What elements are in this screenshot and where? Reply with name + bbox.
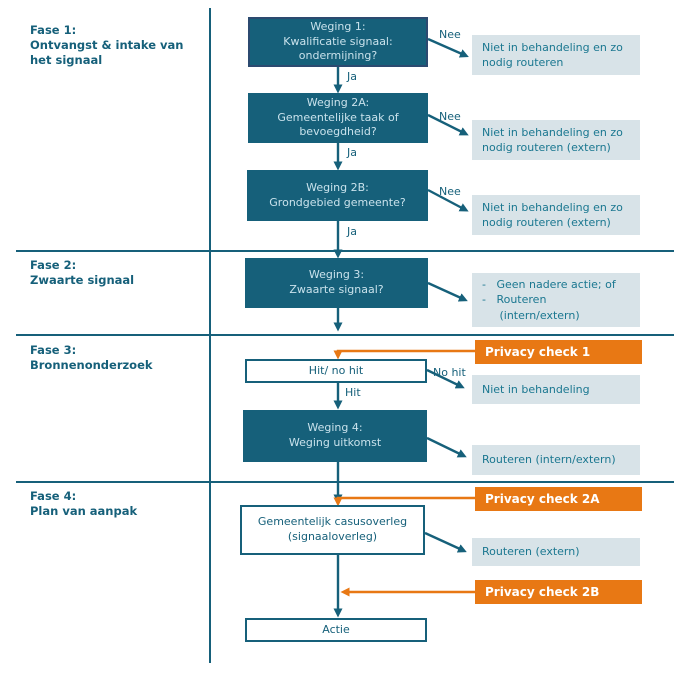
node-weging4: Weging 4: Weging uitkomst — [243, 410, 427, 462]
node-actie: Actie — [245, 618, 427, 642]
outcome-geen-actie-of-routeren: - Geen nadere actie; of - Routeren (inte… — [472, 273, 640, 327]
node-weging1: Weging 1: Kwalificatie signaal: ondermij… — [248, 17, 428, 67]
phase-divider-3-4 — [16, 481, 674, 484]
node-weging3: Weging 3: Zwaarte signaal? — [245, 258, 428, 308]
arrow-privacy1-feedback — [333, 349, 475, 360]
node-casusoverleg: Gemeentelijk casusoverleg (signaaloverle… — [240, 505, 425, 555]
outcome-routeren-extern: Routeren (extern) — [472, 538, 640, 566]
outcome-niet-in-behandeling-extern-1: Niet in behandeling en zo nodig routeren… — [472, 120, 640, 160]
privacy-check-2a-box: Privacy check 2A — [475, 487, 642, 511]
label-ja-1: Ja — [347, 70, 357, 83]
outcome-niet-in-behandeling-2: Niet in behandeling — [472, 375, 640, 404]
node-hit-no-hit: Hit/ no hit — [245, 359, 427, 383]
label-nee-3: Nee — [439, 185, 461, 198]
arrow-privacy2a-feedback — [333, 496, 475, 507]
outcome-niet-in-behandeling-extern-2: Niet in behandeling en zo nodig routeren… — [472, 195, 640, 235]
label-ja-2: Ja — [347, 146, 357, 159]
label-nee-2: Nee — [439, 110, 461, 123]
arrow-weging1-nee — [427, 37, 469, 58]
outcome-niet-in-behandeling-1: Niet in behandeling en zo nodig routeren — [472, 35, 640, 75]
node-weging2b: Weging 2B: Grondgebied gemeente? — [247, 170, 428, 221]
phase-label-fase1: Fase 1: Ontvangst & intake van het signa… — [30, 23, 184, 68]
label-hit: Hit — [345, 386, 361, 399]
phase-label-fase2: Fase 2: Zwaarte signaal — [30, 258, 135, 288]
privacy-check-2b-box: Privacy check 2B — [475, 580, 642, 604]
outcome-routeren-intern-extern: Routeren (intern/extern) — [472, 445, 640, 475]
label-ja-3: Ja — [347, 225, 357, 238]
phase-divider-1-2 — [16, 250, 674, 253]
arrow-weging3-outcome — [427, 281, 468, 302]
phase-label-fase4: Fase 4: Plan van aanpak — [30, 489, 138, 519]
phase-divider-2-3 — [16, 334, 674, 337]
arrow-casusoverleg-routeren — [424, 531, 467, 553]
node-weging2a: Weging 2A: Gemeentelijke taak of bevoegd… — [248, 93, 428, 143]
label-nee-1: Nee — [439, 28, 461, 41]
arrow-weging4-routeren — [426, 436, 467, 458]
phase-label-fase3: Fase 3: Bronnenonderzoek — [30, 343, 153, 373]
label-no-hit: No hit — [433, 366, 466, 379]
privacy-check-1-box: Privacy check 1 — [475, 340, 642, 364]
